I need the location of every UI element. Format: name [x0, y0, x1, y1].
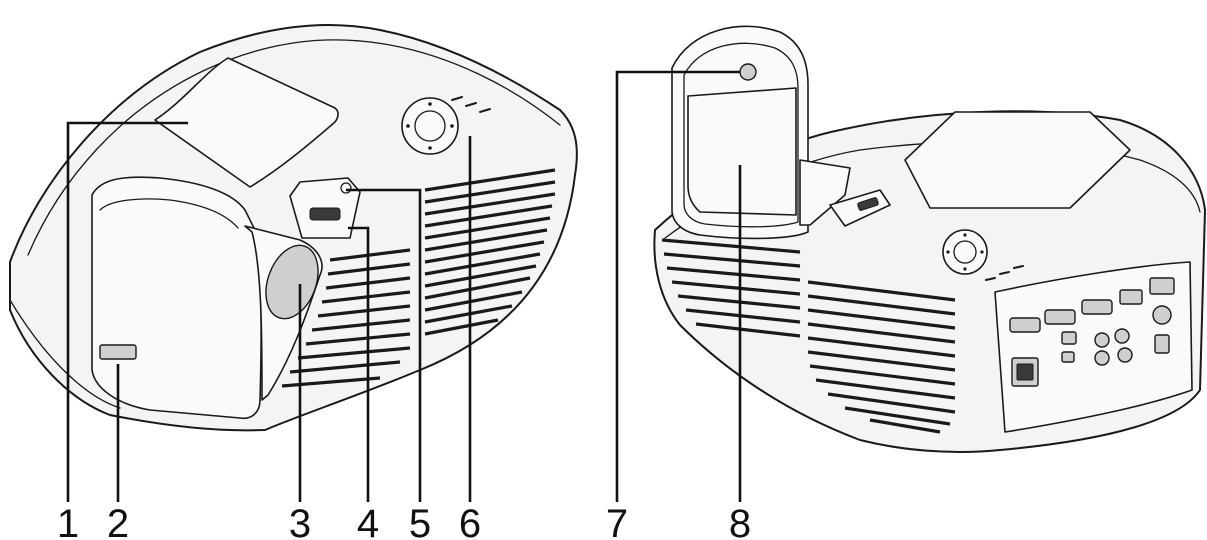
- leader-1: [66, 121, 188, 502]
- side-vents-front: [281, 168, 556, 388]
- keypad-rear: [942, 229, 988, 275]
- io-ports: [1009, 277, 1175, 366]
- lamp-cover: [154, 57, 339, 188]
- leader-7: [615, 70, 740, 502]
- mirror-window: [687, 87, 797, 216]
- callout-5: 5: [409, 502, 431, 540]
- callout-2: 2: [107, 502, 129, 540]
- callout-4: 4: [357, 502, 379, 540]
- side-vents-rear: [661, 238, 956, 434]
- callout-labels: 1 2 3 4 5 6 7 8: [57, 502, 751, 540]
- callout-1: 1: [57, 502, 79, 540]
- focus-ring: [309, 207, 341, 221]
- status-leds-rear: [985, 265, 1024, 281]
- leader-5: [346, 188, 422, 502]
- callout-6: 6: [459, 502, 481, 540]
- top-cover: [904, 111, 1131, 209]
- projector-rear-view: [653, 25, 1206, 453]
- ir-receiver: [99, 344, 137, 360]
- callout-3: 3: [289, 502, 311, 540]
- status-leds: [451, 96, 491, 113]
- leader-4: [348, 226, 370, 502]
- io-panel: [994, 261, 1193, 433]
- projector-front-view: [9, 23, 578, 432]
- leader-lines: [66, 70, 742, 502]
- callout-8: 8: [729, 502, 751, 540]
- keypad: [401, 97, 459, 155]
- callout-7: 7: [606, 502, 628, 540]
- sensor: [739, 63, 757, 81]
